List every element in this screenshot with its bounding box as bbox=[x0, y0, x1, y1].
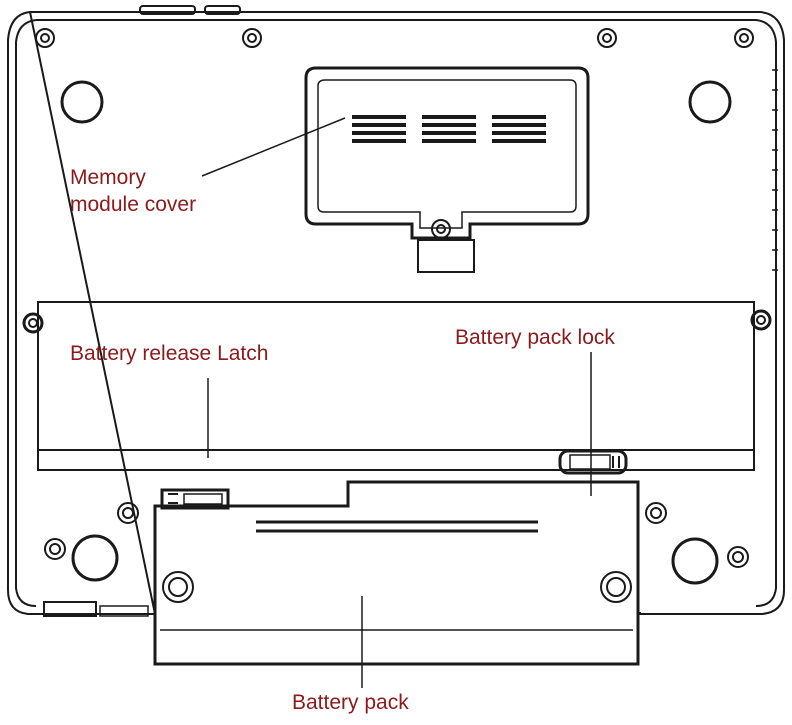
memory-module-cover bbox=[304, 66, 590, 273]
battery-pack-lock-switch bbox=[558, 449, 628, 475]
battery-bay-panel bbox=[37, 301, 755, 471]
leader-memory-cover bbox=[201, 117, 346, 177]
label-battery-release-latch: Battery release Latch bbox=[70, 342, 269, 365]
side-grip-ridges bbox=[772, 69, 778, 271]
bottom-left-port bbox=[43, 601, 149, 617]
laptop-body-outline bbox=[7, 10, 785, 615]
panel-screws bbox=[22, 309, 772, 334]
rubber-foot-lower-right bbox=[671, 537, 719, 585]
laptop-body-inner-rim bbox=[15, 19, 777, 607]
top-screws bbox=[35, 28, 754, 48]
label-battery-pack: Battery pack bbox=[292, 691, 409, 714]
battery-release-latch-switch bbox=[160, 488, 230, 510]
battery-pack-outline bbox=[153, 480, 640, 666]
lower-screws bbox=[44, 502, 749, 568]
rubber-foot-upper-right bbox=[688, 80, 732, 124]
memory-cover-vents bbox=[352, 115, 546, 143]
leader-lines bbox=[201, 117, 592, 688]
hinge-tab-left bbox=[139, 5, 196, 15]
label-memory-cover-line1: Memory bbox=[70, 166, 146, 189]
label-memory-cover-line2: module cover bbox=[70, 193, 197, 216]
hinge-tab-right bbox=[204, 5, 241, 15]
rubber-foot-upper-left bbox=[60, 80, 104, 124]
label-battery-pack-lock: Battery pack lock bbox=[455, 326, 615, 349]
rubber-foot-lower-left bbox=[71, 534, 119, 582]
